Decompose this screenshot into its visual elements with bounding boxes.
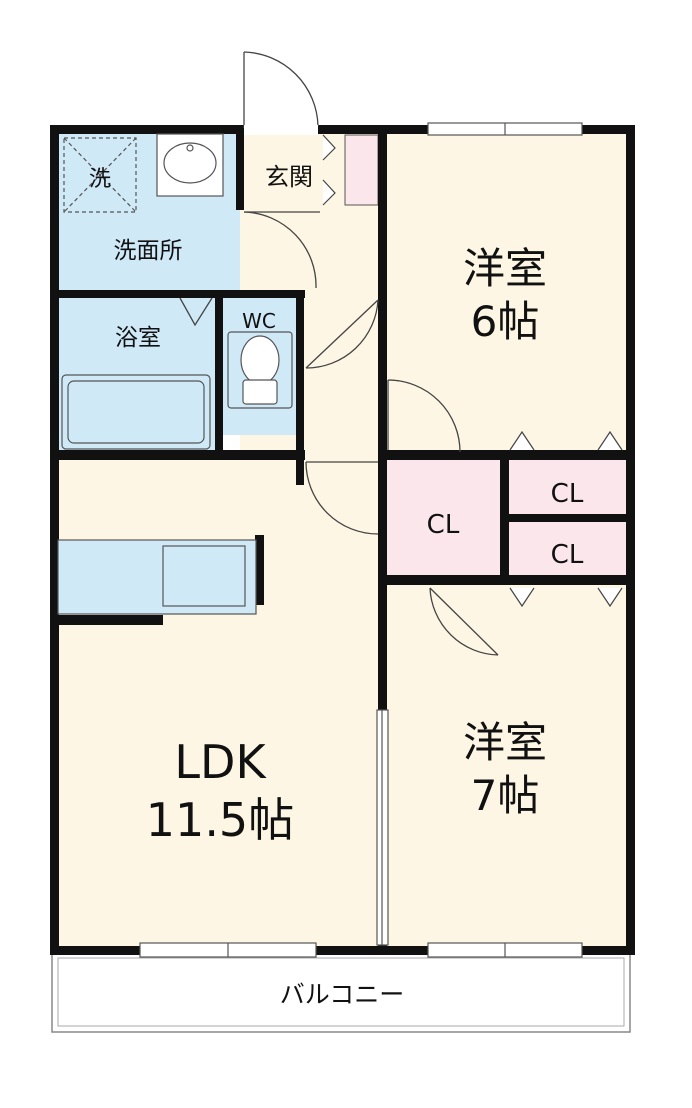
fold-doors <box>322 134 623 608</box>
door-swing-icon <box>429 587 499 656</box>
western-6-size: 6帖 <box>471 297 540 346</box>
closet-ldk-floor <box>385 460 505 580</box>
western-7-floor <box>385 580 630 950</box>
door-swing-icon <box>179 297 213 327</box>
ldk-floor <box>55 455 385 950</box>
closet-lower-floor <box>505 520 630 580</box>
closet-upper-floor <box>505 460 630 520</box>
windows <box>139 122 583 958</box>
door-swing-icon <box>305 461 379 535</box>
entrance-label: 玄関 <box>265 163 313 191</box>
closet-upper-label: CL <box>551 479 584 509</box>
closet-lower-label: CL <box>551 540 584 570</box>
closet-ldk-label: CL <box>427 510 460 540</box>
walls <box>50 125 635 955</box>
washbasin-icon <box>156 133 224 197</box>
door-swing-icon <box>243 51 319 135</box>
western-6-floor <box>385 130 630 455</box>
ldk-name: LDK <box>174 735 267 789</box>
western-6-name: 洋室 <box>463 244 547 293</box>
washroom-label: 洗面所 <box>114 238 183 264</box>
shoe-closet <box>344 134 379 206</box>
labels: 洗 洗面所 玄関 浴室 WC 洋室 6帖 CL CL CL LDK 11.5帖 … <box>89 163 584 1009</box>
doors <box>179 51 499 656</box>
bathroom-label: 浴室 <box>115 325 161 351</box>
sink-icon <box>162 545 246 607</box>
door-swing-icon <box>243 211 320 289</box>
bathtub-icon <box>61 374 211 450</box>
toilet-label: WC <box>242 309 276 333</box>
balcony <box>51 951 631 1033</box>
toilet-icon <box>227 331 293 409</box>
door-swing-icon <box>305 299 379 369</box>
kitchen-counter-icon <box>57 539 257 615</box>
ldk-size: 11.5帖 <box>146 793 294 847</box>
balcony-label: バルコニー <box>280 980 405 1009</box>
western-7-size: 7帖 <box>471 771 540 820</box>
door-swing-icon <box>387 379 461 453</box>
washing-machine-pan-icon <box>63 137 137 213</box>
washer-label: 洗 <box>89 167 111 192</box>
western-7-name: 洋室 <box>463 718 547 767</box>
